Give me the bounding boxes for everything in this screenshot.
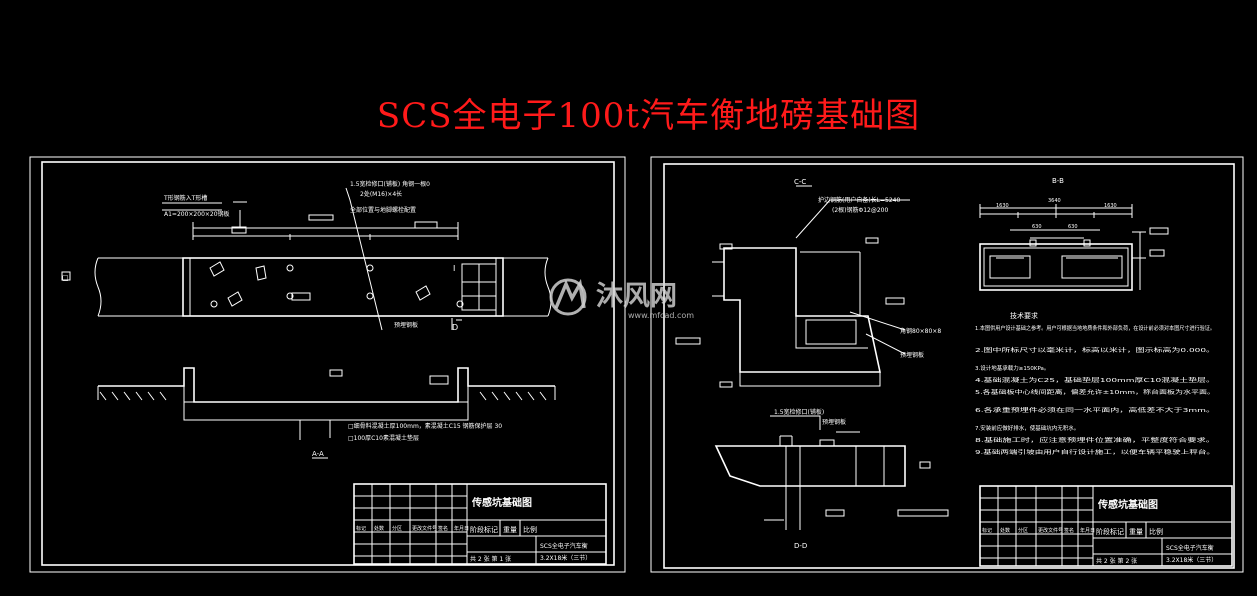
tech-item-4: 4.基础混凝土为C25，基础垫层100mm厚C10混凝土垫层。 — [975, 376, 1215, 384]
bb-dim-5: 630 — [1068, 224, 1078, 230]
section-bb — [979, 204, 1169, 291]
right-sheet: C-C 护边钢筋(用户自备)长L=5240 (2根)钢筋Φ12@200 角钢80… — [650, 156, 1244, 573]
bb-dim-1: 1630 — [996, 203, 1009, 209]
left-tb-row-3: 分区 — [392, 525, 402, 532]
bb-dim-2: 3640 — [1048, 198, 1061, 204]
left-tb-row-4: 更改文件号 — [412, 525, 437, 532]
left-tb-row-6: 年月日 — [454, 525, 469, 532]
right-sheet-inner-border — [663, 163, 1235, 569]
tech-item-6: 6.各承重预埋件必须在同一水平面内，高低差不大于3mm。 — [975, 406, 1215, 414]
left-note-6: 预埋钢板 — [394, 321, 418, 329]
left-tb-scale: 比例 — [523, 525, 537, 534]
left-note-3: 1.5宽检修口(铺板) 角钢一根0 — [350, 180, 430, 188]
tech-requirements: 技术要求 1.本图供用户设计基础之参考。用户可根据当地地质条件和外部负荷，在设计… — [975, 311, 1215, 456]
left-note-7: □ — [62, 274, 69, 282]
left-tb-row-2: 处数 — [374, 525, 384, 532]
cc-note-1: 护边钢筋(用户自备)长L=5240 — [818, 196, 901, 204]
tech-item-9: 9.基础两端引坡由用户自行设计施工，以便车辆平稳驶上秤台。 — [975, 448, 1215, 456]
left-note-2: A1=200×200×20钢板 — [164, 210, 230, 218]
bb-dim-3: 1630 — [1104, 203, 1117, 209]
section-dd — [714, 415, 949, 530]
tech-item-3: 3.设计地基承载力≥150KPa。 — [975, 364, 1049, 372]
tech-item-7: 7.安装前应做好排水，使基础坑内无积水。 — [975, 424, 1079, 432]
watermark: 沐风网 www.mfcad.com — [549, 278, 694, 320]
left-tb-row-1: 标记 — [356, 525, 366, 532]
left-tb-product: SCS全电子汽车衡 — [540, 542, 588, 550]
watermark-url: www.mfcad.com — [628, 311, 694, 320]
right-tb-sheet: 共 2 张 第 2 张 — [1096, 557, 1137, 565]
right-sheet-outer-border — [650, 156, 1244, 573]
right-tb-stage: 阶段标记 — [1096, 527, 1124, 536]
left-note-1: T形钢筋入T形槽 — [163, 194, 207, 202]
right-tb-weight: 重量 — [1129, 528, 1143, 536]
section-label-aa: A-A — [312, 450, 324, 458]
section-note-2: □100厚C10素混凝土垫层 — [348, 434, 419, 442]
right-tb-row-3: 分区 — [1018, 527, 1028, 534]
right-tb-row-5: 签名 — [1064, 527, 1074, 534]
left-tb-spec: 3.2X18米（三节） — [540, 554, 591, 562]
section-cc — [675, 185, 910, 388]
right-tb-name: 传感坑基础图 — [1097, 498, 1158, 511]
right-title-block — [979, 485, 1233, 567]
left-note-9: D — [452, 323, 458, 332]
right-tb-row-4: 更改文件号 — [1038, 527, 1063, 534]
view-bb-label: B-B — [1052, 177, 1064, 185]
right-tb-row-2: 处数 — [1000, 527, 1010, 534]
pit-outline — [182, 257, 504, 317]
tech-item-5: 5.各基础板中心线间距离，偏差允许±10mm，称台面板为水平面。 — [975, 388, 1215, 396]
bb-dim-4: 630 — [1032, 224, 1042, 230]
cc-note-4: 预埋钢板 — [900, 351, 924, 359]
drawing-title: SCS全电子100t汽车衡地磅基础图 — [376, 96, 921, 136]
view-cc-label: C-C — [794, 178, 806, 186]
section-aa — [97, 367, 556, 440]
right-tb-scale: 比例 — [1149, 527, 1163, 536]
section-note-1: □细骨料混凝土厚100mm，素混凝土C15 钢筋保护层 30 — [348, 422, 502, 430]
tech-item-8: 8.基础施工时，应注意预埋件位置准确，平整度符合要求。 — [975, 436, 1215, 444]
left-note-8: I — [453, 264, 455, 273]
left-sheet: T形钢筋入T形槽 A1=200×200×20钢板 1.5宽检修口(铺板) 角钢一… — [29, 156, 626, 573]
view-dd-label: D-D — [794, 542, 807, 550]
tech-item-1: 1.本图供用户设计基础之参考。用户可根据当地地质条件和外部负荷，在设计前必须对本… — [975, 324, 1215, 332]
left-note-5: 全部位置与地脚螺栓配置 — [350, 206, 416, 214]
right-tb-row-6: 年月日 — [1080, 527, 1095, 534]
left-tb-sheet: 共 2 张 第 1 张 — [470, 555, 511, 563]
tech-heading: 技术要求 — [1010, 311, 1038, 320]
cc-note-3: 角钢80×80×8 — [900, 327, 941, 335]
right-tb-product: SCS全电子汽车衡 — [1166, 544, 1214, 552]
left-tb-name: 传感坑基础图 — [471, 496, 532, 509]
cc-note-2: (2根)钢筋Φ12@200 — [832, 206, 888, 214]
left-sheet-inner-border — [41, 161, 615, 566]
left-tb-row-5: 签名 — [438, 525, 448, 532]
dd-note-2: 预埋钢板 — [822, 418, 846, 426]
dd-note-1: 1.5宽检修口(铺板) — [774, 408, 824, 416]
watermark-brand: 沐风网 — [596, 281, 677, 312]
watermark-logo-icon — [549, 278, 587, 316]
tech-item-2: 2.图中所标尺寸以毫米计，标高以米计，图示标高为0.000。 — [975, 346, 1215, 354]
left-tb-weight: 重量 — [503, 526, 517, 534]
left-tb-stage: 阶段标记 — [470, 525, 498, 534]
plan-view — [61, 187, 552, 331]
right-tb-spec: 3.2X18米（三节） — [1166, 556, 1217, 564]
left-sheet-outer-border — [29, 156, 626, 573]
left-title-block — [353, 483, 607, 565]
right-tb-row-1: 标记 — [982, 527, 992, 534]
left-note-4: 2处(M16)×4长 — [360, 190, 402, 198]
